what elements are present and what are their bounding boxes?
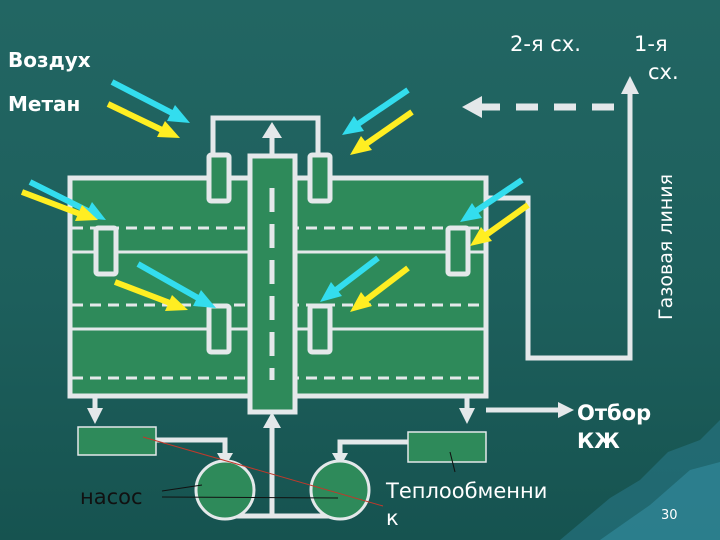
air-label: Воздух <box>8 48 91 72</box>
heat-exchanger-left <box>77 426 157 456</box>
central-riser <box>247 136 298 415</box>
callout-lines <box>142 436 456 507</box>
methane-label: Метан <box>8 92 81 116</box>
withdrawal-label-line1: Отбор <box>577 401 652 425</box>
cyclone <box>93 225 119 277</box>
cyclone <box>445 225 471 277</box>
air-arrow <box>460 177 524 222</box>
cyclone <box>206 303 232 355</box>
gas-line-arrowhead <box>621 76 639 94</box>
scheme2-arrowhead <box>462 96 482 118</box>
cyclone <box>206 152 232 204</box>
riser-feed-arrowhead <box>263 412 281 428</box>
cyclone <box>307 303 333 355</box>
methane-arrow <box>20 189 98 221</box>
air-arrow <box>110 79 190 123</box>
heat-exchanger-label-line1: Теплообменни <box>386 479 548 503</box>
methane-arrow <box>106 101 180 138</box>
heat-exchanger-label-line2: к <box>386 506 399 530</box>
gas-line <box>486 90 633 361</box>
air-arrow <box>342 87 410 135</box>
methane-arrow <box>350 265 410 312</box>
methane-arrows <box>20 101 530 312</box>
pump-left <box>194 459 256 521</box>
heat-exchanger-right <box>407 431 487 463</box>
air-arrow <box>136 261 216 308</box>
methane-arrow <box>113 279 188 311</box>
withdrawal-label-line2: КЖ <box>577 429 620 453</box>
methane-arrow <box>470 202 530 246</box>
riser-top-arrowhead <box>262 122 282 138</box>
bottom-outlets <box>92 396 560 413</box>
outlet-arrowhead-left <box>87 408 103 424</box>
air-arrow <box>320 255 380 302</box>
cyclone <box>307 152 333 204</box>
pump-right <box>309 459 371 521</box>
cyclones <box>93 152 471 355</box>
scheme1-label-line1: 1-я <box>634 32 668 56</box>
outlet-arrowhead-right <box>459 408 475 424</box>
withdrawal-arrowhead <box>558 402 574 418</box>
methane-arrow <box>350 109 414 155</box>
pump-label: насос <box>80 485 143 509</box>
page-number: 30 <box>661 508 678 523</box>
gas-line-label: Газовая линия <box>655 173 678 320</box>
decorative-landscape <box>560 420 720 540</box>
top-distribution-pipe <box>210 115 321 156</box>
scheme2-label: 2-я сх. <box>510 32 581 56</box>
scheme1-label-line2: сх. <box>648 60 679 84</box>
air-arrows <box>28 79 524 308</box>
